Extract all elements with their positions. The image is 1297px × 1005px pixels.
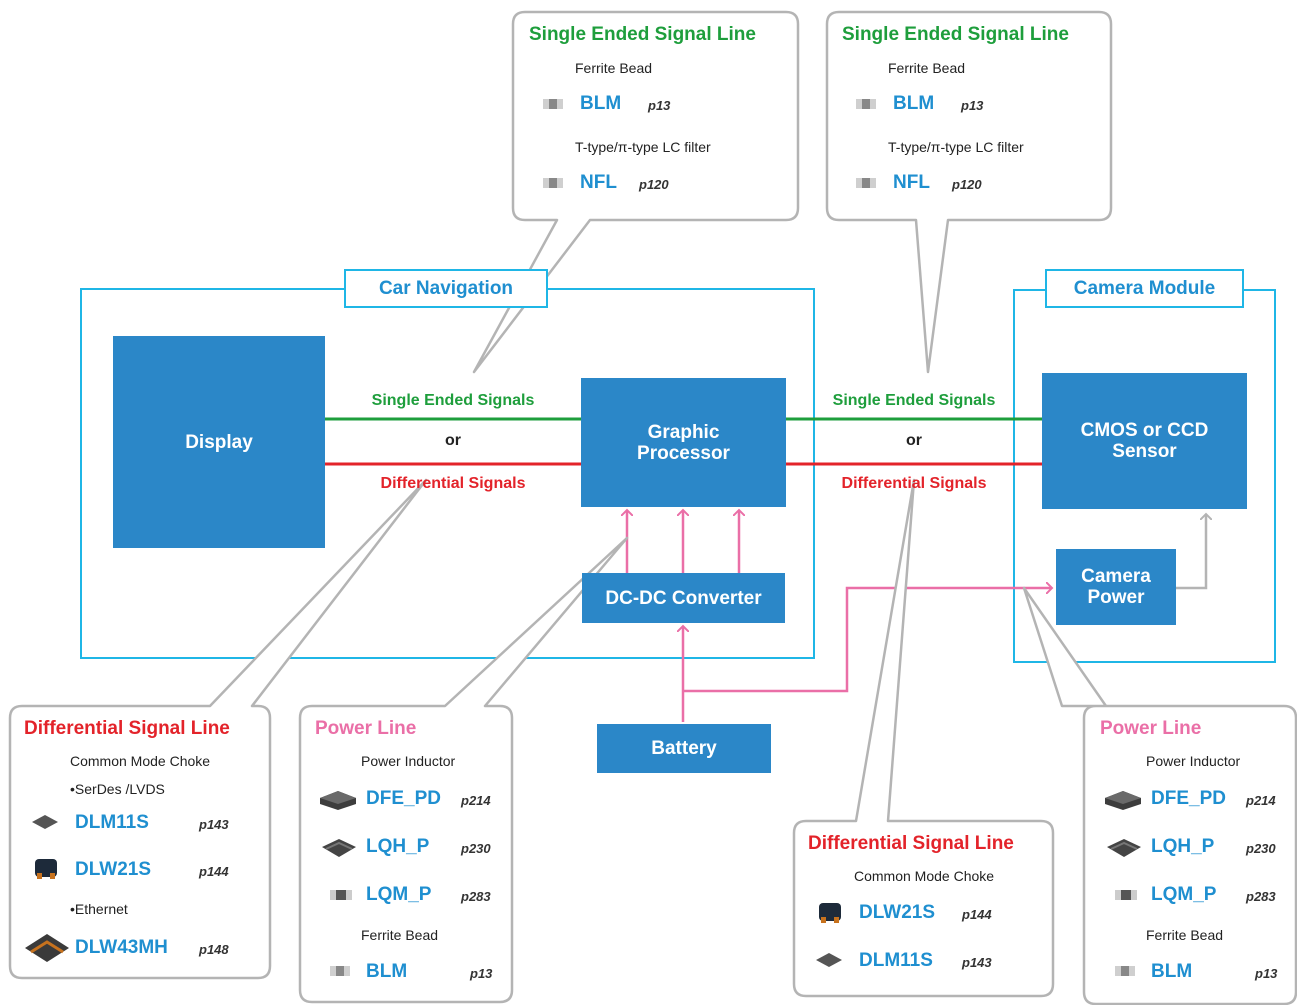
right-single-signals-label: Single Ended Signals: [832, 392, 996, 409]
callout-top-right-outline: [825, 10, 1113, 374]
part-name: LQM_P: [366, 884, 432, 905]
subcategory-label: •SerDes /LVDS: [70, 781, 165, 797]
part-name: DFE_PD: [366, 788, 441, 809]
callout-title: Differential Signal Line: [24, 718, 230, 739]
category-label: Common Mode Choke: [70, 753, 211, 769]
battery-label: Battery: [651, 738, 717, 759]
ferrite-bead-chip-icon: [856, 99, 876, 109]
common-mode-choke-chip-icon: [32, 815, 58, 829]
category-label: Power Inductor: [1146, 753, 1241, 769]
dcdc-converter-block: DC-DC Converter: [582, 573, 785, 623]
page-ref: p230: [461, 841, 491, 856]
page-ref: p143: [962, 955, 992, 970]
category-label: Common Mode Choke: [854, 868, 995, 884]
category-label: T-type/π-type LC filter: [888, 139, 1024, 155]
lc-filter-chip-icon: [543, 178, 563, 188]
ferrite-bead-chip-icon: [543, 99, 563, 109]
display-block: Display: [113, 336, 325, 548]
callout-title: Power Line: [1100, 718, 1202, 739]
callout-title: Single Ended Signal Line: [842, 24, 1069, 45]
page-ref: p214: [1246, 793, 1276, 808]
cmos-sensor-block: CMOS or CCD Sensor: [1042, 373, 1247, 509]
graphic-processor-label: Graphic Processor: [637, 421, 730, 464]
camera-power-to-sensor: [1176, 514, 1206, 590]
category-label: Ferrite Bead: [1146, 927, 1224, 943]
lc-filter-chip-icon: [856, 178, 876, 188]
part-name: DLM11S: [75, 812, 149, 833]
part-name: LQM_P: [1151, 884, 1217, 905]
common-mode-choke-chip-icon: [819, 903, 841, 923]
callout-title: Single Ended Signal Line: [529, 24, 756, 45]
part-name: BLM: [1151, 961, 1193, 982]
subcategory-label: •Ethernet: [70, 901, 128, 917]
page-ref: p148: [199, 942, 229, 957]
callout-power-left-outline: [298, 536, 629, 1004]
page-ref: p13: [961, 98, 984, 113]
display-label: Display: [185, 431, 253, 453]
part-name: NFL: [580, 172, 617, 193]
ethernet-choke-chip-icon: [25, 934, 69, 962]
page-ref: p13: [470, 966, 493, 981]
power-inductor-chip-icon: [330, 890, 352, 900]
page-ref: p144: [199, 864, 229, 879]
power-inductor-chip-icon: [1115, 890, 1137, 900]
part-name: LQH_P: [1151, 836, 1215, 857]
part-name: LQH_P: [366, 836, 430, 857]
part-name: DFE_PD: [1151, 788, 1226, 809]
part-name: BLM: [366, 961, 408, 982]
part-name: DLW21S: [859, 902, 936, 923]
part-name: NFL: [893, 172, 930, 193]
part-name: DLW21S: [75, 859, 152, 880]
common-mode-choke-chip-icon: [35, 859, 57, 879]
page-ref: p144: [962, 907, 992, 922]
camera-power-block: Camera Power: [1056, 549, 1176, 625]
power-inductor-chip-icon: [1105, 791, 1141, 810]
category-label: Ferrite Bead: [888, 60, 966, 76]
common-mode-choke-chip-icon: [816, 953, 842, 967]
callout-title: Power Line: [315, 718, 417, 739]
part-name: BLM: [893, 93, 935, 114]
part-name: DLW43MH: [75, 937, 168, 958]
page-ref: p230: [1246, 841, 1276, 856]
callout-bottom-mid-outline: [792, 478, 1055, 998]
callout-title: Differential Signal Line: [808, 833, 1014, 854]
category-label: T-type/π-type LC filter: [575, 139, 711, 155]
page-ref: p120: [639, 177, 669, 192]
page-ref: p13: [648, 98, 671, 113]
page-ref: p214: [461, 793, 491, 808]
left-differential-signals-label: Differential Signals: [380, 475, 526, 492]
part-name: DLM11S: [859, 950, 933, 971]
power-inductor-chip-icon: [320, 791, 356, 810]
camera-power-label: Camera Power: [1081, 566, 1151, 608]
page-ref: p283: [461, 889, 491, 904]
callout-bottom-left-outline: [8, 478, 428, 980]
battery-block: Battery: [597, 724, 771, 773]
right-or-label: or: [906, 432, 922, 449]
graphic-processor-block: Graphic Processor: [581, 378, 786, 507]
battery-to-camera-power: [683, 588, 1052, 693]
car-navigation-title: Car Navigation: [344, 269, 548, 308]
page-ref: p283: [1246, 889, 1276, 904]
left-single-signals-label: Single Ended Signals: [371, 392, 535, 409]
page-ref: p120: [952, 177, 982, 192]
camera-module-title: Camera Module: [1045, 269, 1244, 308]
callout-power-right-outline: [1022, 586, 1297, 1005]
left-or-label: or: [445, 432, 461, 449]
category-label: Ferrite Bead: [575, 60, 653, 76]
category-label: Ferrite Bead: [361, 927, 439, 943]
power-inductor-chip-icon: [1107, 839, 1141, 857]
page-ref: p13: [1255, 966, 1278, 981]
dcdc-converter-label: DC-DC Converter: [605, 587, 762, 609]
ferrite-bead-chip-icon: [330, 966, 350, 976]
page-ref: p143: [199, 817, 229, 832]
right-differential-signals-label: Differential Signals: [841, 475, 987, 492]
ferrite-bead-chip-icon: [1115, 966, 1135, 976]
cmos-sensor-label: CMOS or CCD Sensor: [1080, 420, 1209, 462]
part-name: BLM: [580, 93, 622, 114]
category-label: Power Inductor: [361, 753, 456, 769]
power-inductor-chip-icon: [322, 839, 356, 857]
